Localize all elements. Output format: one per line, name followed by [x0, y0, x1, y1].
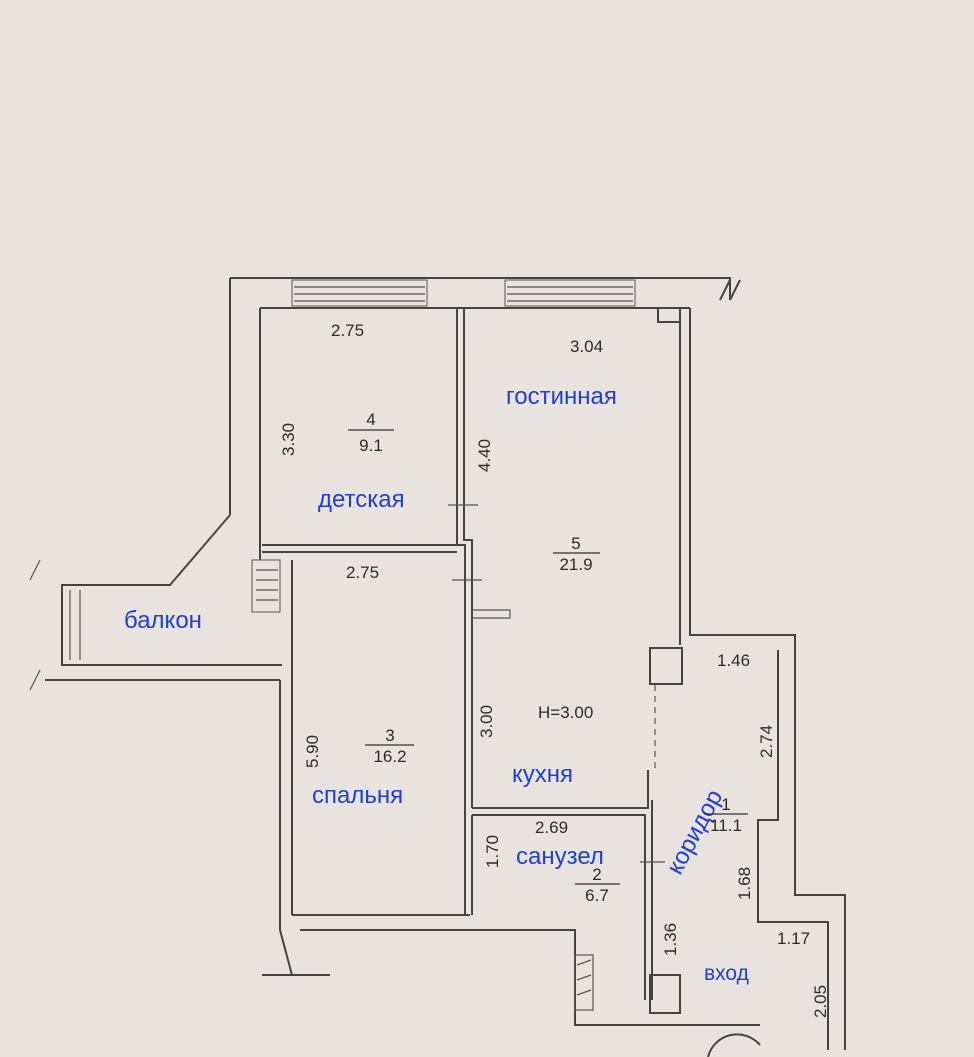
room-area-spalnya: 16.2: [373, 747, 406, 766]
room-number-gostinnaya: 5: [571, 534, 580, 553]
dimensions: 2.75 3.30 3.04 4.40 2.75 5.90 3.00 1.46 …: [279, 321, 830, 1018]
dim-koridor-depth: 2.74: [757, 725, 776, 758]
room-label-sanuzel: санузел: [516, 843, 604, 870]
dim-sanuzel-lower: 1.36: [661, 923, 680, 956]
dim-detskaya-depth: 3.30: [279, 423, 298, 456]
dim-vkhod-depth: 2.05: [811, 985, 830, 1018]
room-area-detskaya: 9.1: [359, 436, 383, 455]
window-gostinnaya: [504, 279, 636, 307]
dim-vkhod-width: 1.17: [777, 929, 810, 948]
room-label-spalnya: спальня: [312, 782, 403, 809]
entry-block: [649, 974, 681, 1014]
dim-spalnya-width: 2.75: [346, 563, 379, 582]
column: [649, 647, 683, 685]
room-number-sanuzel: 2: [592, 865, 601, 884]
dim-koridor-lower: 1.68: [735, 867, 754, 900]
window-balkon: [251, 559, 281, 613]
dim-spalnya-depth: 5.90: [303, 735, 322, 768]
room-label-gostinnaya: гостинная: [506, 383, 617, 410]
room-area-gostinnaya: 21.9: [559, 555, 592, 574]
room-number-spalnya: 3: [385, 726, 394, 745]
window-detskaya: [291, 279, 428, 307]
dim-gostinnaya-width: 3.04: [570, 337, 603, 356]
room-area-koridor: 11.1: [710, 816, 742, 835]
dim-gostinnaya-depth: 4.40: [475, 439, 494, 472]
room-number-koridor: 1: [721, 795, 730, 814]
room-area-sanuzel: 6.7: [585, 886, 609, 905]
room-label-balkon: балкон: [124, 607, 202, 634]
ceiling-height: H=3.00: [538, 703, 593, 722]
windows: [251, 279, 636, 613]
entry-door-arc: [707, 1033, 761, 1057]
room-label-vkhod: вход: [704, 962, 749, 985]
room-label-detskaya: детская: [318, 486, 405, 513]
outer-walls: [45, 277, 846, 1050]
room-number-detskaya: 4: [366, 410, 375, 429]
room-label-kukhnya: кухня: [512, 761, 573, 788]
dim-detskaya-width: 2.75: [331, 321, 364, 340]
dim-sanuzel-depth: 1.70: [483, 835, 502, 868]
dim-sanuzel-width: 2.69: [535, 818, 568, 837]
interior-walls: [29, 307, 761, 1057]
dim-kukhnya-depth: 3.00: [477, 705, 496, 738]
vent-shaft: [574, 954, 594, 1011]
dim-koridor-width: 1.46: [717, 651, 750, 670]
corner-pillar: [657, 307, 681, 323]
